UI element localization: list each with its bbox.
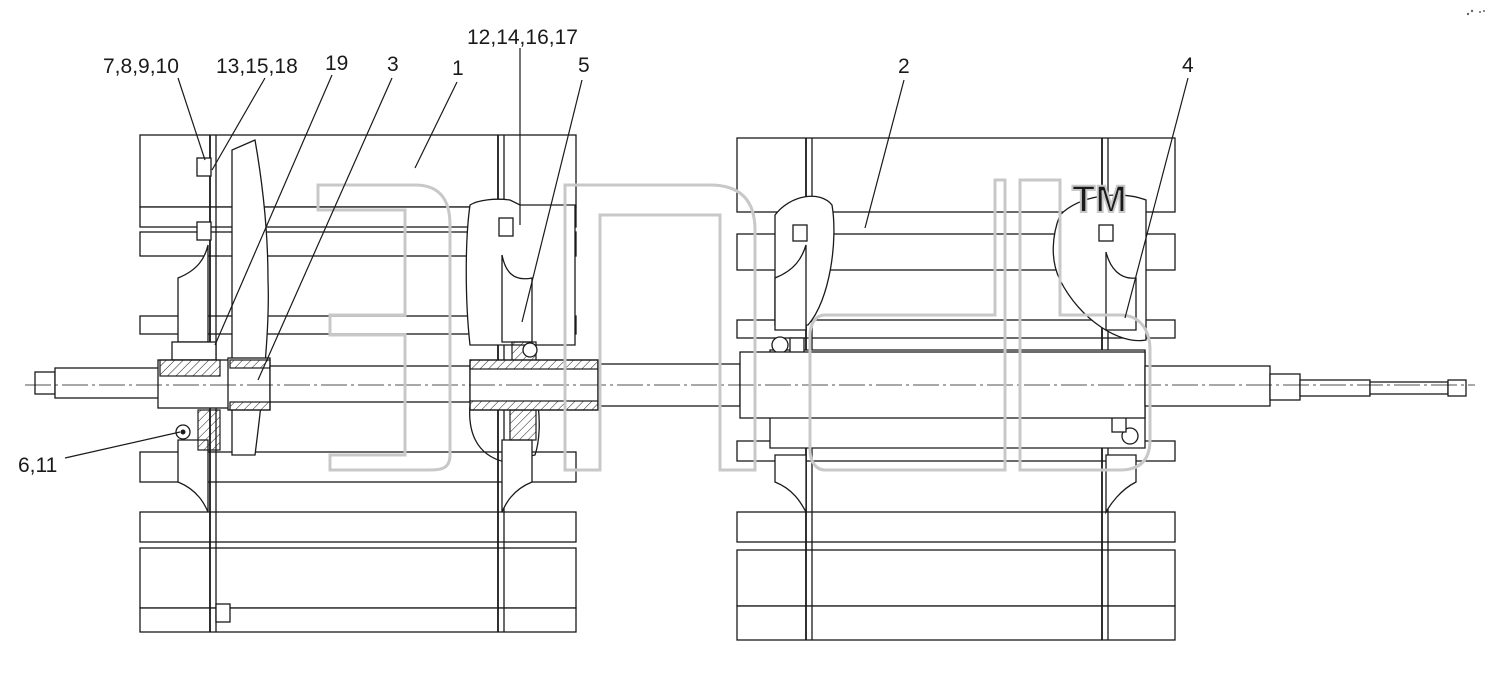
callout-13-15-18: 13,15,18	[216, 55, 298, 78]
callout-12-14-16-17: 12,14,16,17	[467, 26, 578, 49]
callout-labels: 7,8,9,10 13,15,18 19 3 1 12,14,16,17 5 2…	[18, 26, 1194, 477]
callout-5: 5	[578, 54, 590, 77]
shaft	[25, 351, 1475, 419]
callout-1: 1	[452, 57, 464, 80]
watermark-logo: TM	[316, 178, 1152, 472]
callout-4: 4	[1182, 54, 1194, 77]
callout-7-8-9-10: 7,8,9,10	[103, 55, 179, 78]
callout-19: 19	[325, 52, 348, 75]
left-drum	[139, 134, 577, 633]
callout-2: 2	[898, 55, 910, 78]
trademark-mark: TM	[1072, 179, 1127, 221]
corner-mark	[1466, 9, 1485, 16]
callout-3: 3	[387, 53, 399, 76]
callout-6-11: 6,11	[18, 454, 57, 477]
leader-lines	[64, 48, 1189, 459]
